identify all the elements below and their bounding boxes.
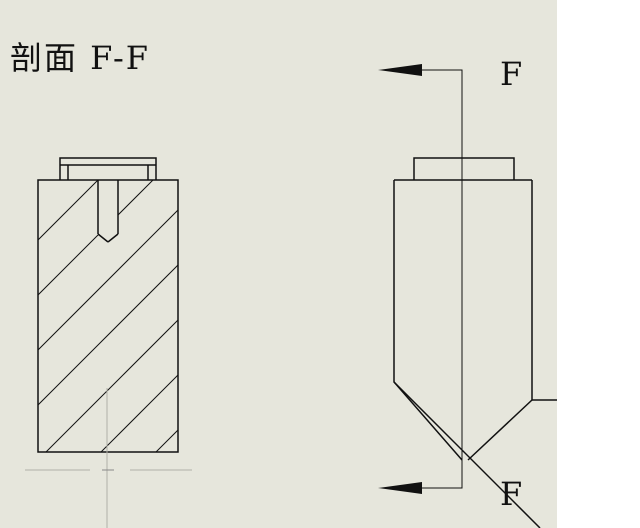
section-title: 剖面 F-F (10, 39, 150, 77)
side-view (393, 157, 557, 528)
section-body-outline (37, 179, 179, 453)
arrow-bottom-icon (378, 482, 422, 494)
center-mark (25, 388, 192, 528)
section-head-outline (59, 157, 157, 180)
drawing-sheet (0, 0, 557, 528)
section-hatching (38, 180, 178, 452)
side-body-right (531, 180, 557, 401)
arrow-top-icon (378, 64, 422, 76)
side-taper-diagonal (393, 381, 541, 528)
cutting-plane-line (422, 69, 463, 489)
side-body-left (393, 180, 463, 461)
cut-label-top: F (500, 55, 523, 93)
cut-label-bottom: F (500, 475, 523, 513)
section-view (37, 157, 179, 453)
side-taper-right (467, 399, 533, 461)
blind-hole (97, 180, 119, 243)
side-head-outline (413, 157, 515, 180)
hole-cavity (98, 180, 118, 234)
